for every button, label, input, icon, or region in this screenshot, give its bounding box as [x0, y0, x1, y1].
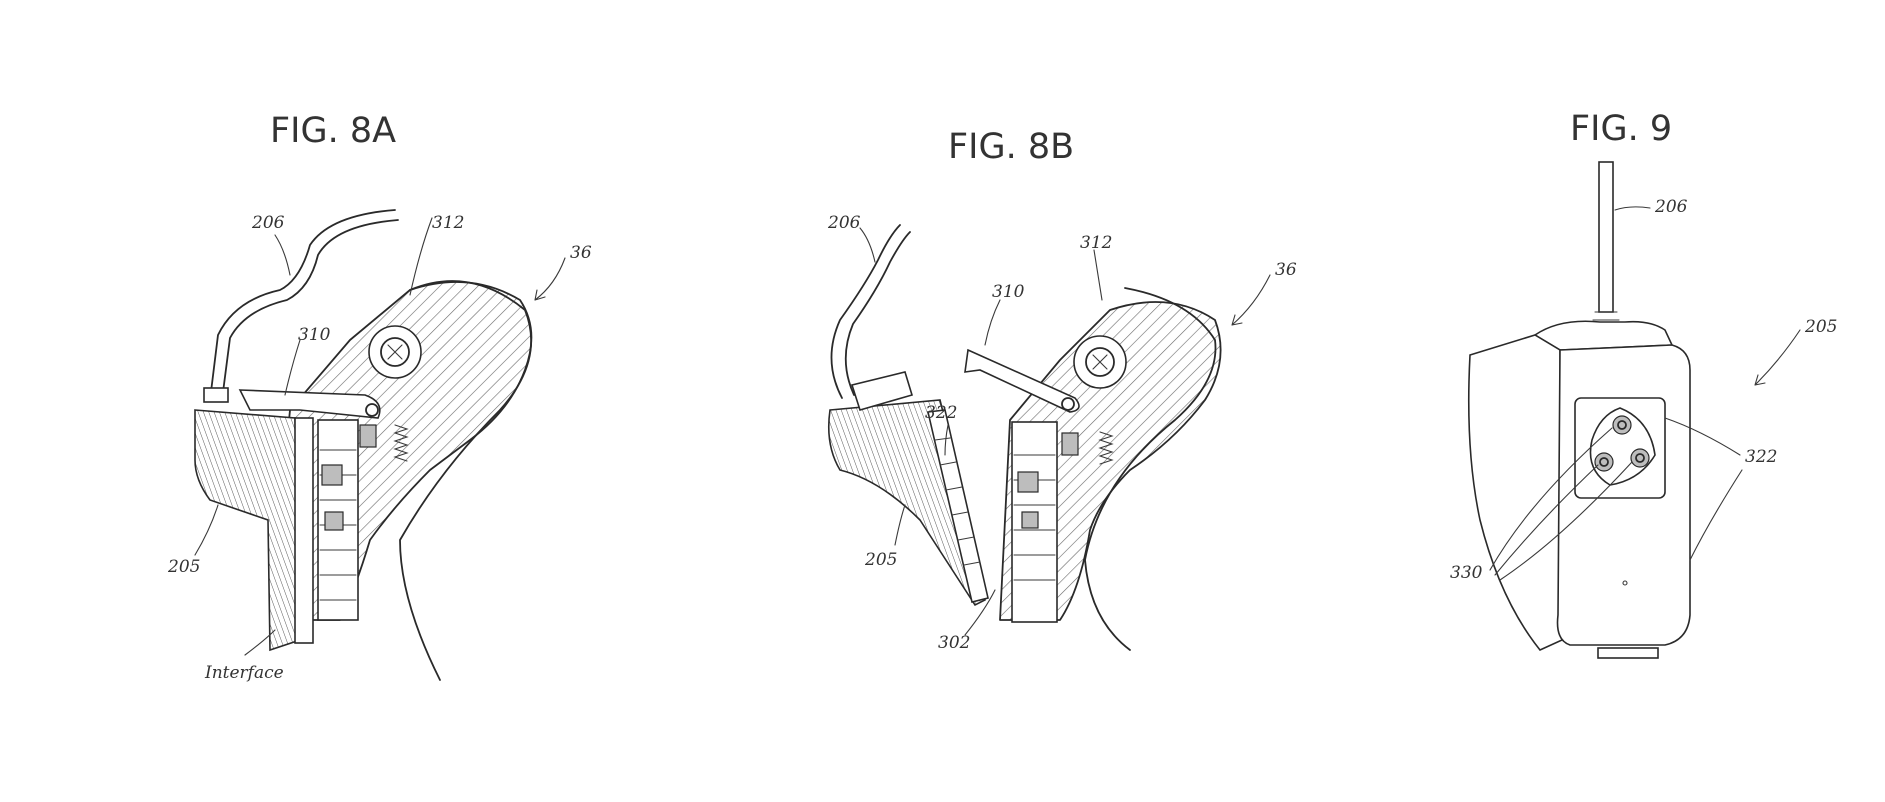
fig9-label-322: 322	[1745, 447, 1777, 467]
fig8a-spring	[393, 424, 409, 462]
fig8a-label-310: 310	[298, 325, 331, 345]
fig9-label-205: 205	[1804, 317, 1837, 337]
fig9-module-top	[1533, 320, 1674, 351]
fig8b-leader-205	[894, 504, 906, 546]
fig8a-module-face	[294, 417, 314, 644]
fig9-pin-right	[1630, 448, 1650, 468]
fig8a-latch-pin	[365, 403, 379, 417]
fig8a-pivot-star	[387, 344, 403, 360]
fig8b-outer-contour	[1084, 287, 1217, 651]
fig8b-leader-302	[964, 589, 996, 636]
fig8a-strain-relief	[203, 387, 229, 403]
fig9-leader-206	[1614, 206, 1651, 211]
fig8b-arrow-36	[1231, 274, 1271, 326]
fig8b-pivot-hub	[1085, 347, 1115, 377]
fig8b-label-302: 302	[938, 633, 970, 653]
fig8b-latch-block	[1061, 432, 1079, 456]
fig9-pin-left-core	[1599, 457, 1609, 467]
fig8a-pivot-hub	[380, 337, 410, 367]
fig9-module-bottom-tab	[1597, 647, 1659, 659]
fig9-leader-330-b	[1494, 464, 1599, 576]
fig8a-arrow-36	[534, 257, 566, 301]
fig8a-module	[194, 409, 301, 652]
fig8a-outer-contour	[399, 280, 532, 681]
fig9-module-back	[1467, 334, 1563, 651]
fig8b-label-310: 310	[992, 282, 1025, 302]
fig8b-latch-pin	[1061, 397, 1075, 411]
fig8a-label-312: 312	[432, 213, 464, 233]
fig8a-leader-312	[409, 217, 433, 296]
fig8a-cable	[209, 209, 396, 401]
fig8a-label-interface: Interface	[204, 663, 284, 683]
fig8b-leader-322	[944, 424, 949, 456]
fig9-pin-top	[1612, 415, 1632, 435]
fig8b-leader-310	[984, 299, 1001, 346]
fig8b-module-cap	[850, 371, 914, 411]
fig8a-contact-b	[324, 511, 344, 531]
fig8a-leader-206	[274, 234, 291, 276]
fig8b-label-312: 312	[1080, 233, 1112, 253]
fig8a-label-36: 36	[570, 243, 592, 263]
fig9-leader-330-a	[1489, 427, 1613, 571]
fig8b-label-205: 205	[864, 550, 897, 570]
figure-8a-title: FIG. 8A	[270, 111, 396, 151]
figure-9: FIG. 9 206 205 322 330	[1450, 109, 1837, 659]
fig8b-module-contacts-322	[934, 437, 981, 566]
fig8b-label-322: 322	[925, 403, 957, 423]
fig8a-label-205: 205	[167, 557, 200, 577]
fig9-leader-330-c	[1499, 461, 1633, 581]
fig9-indicator-dot	[1622, 580, 1628, 586]
fig8b-label-206: 206	[827, 213, 861, 233]
figure-8b-title: FIG. 8B	[948, 127, 1074, 167]
fig8b-leader-206	[859, 227, 876, 263]
fig8a-leader-205	[194, 504, 219, 556]
fig8b-latch	[964, 348, 1080, 413]
fig9-pin-top-core	[1617, 420, 1627, 430]
fig8a-latch-block	[359, 424, 377, 448]
figure-8b: FIG. 8B 206 312 36	[827, 127, 1297, 653]
fig8b-cable-edge	[844, 231, 911, 396]
fig9-label-330: 330	[1450, 563, 1483, 583]
fig9-arrow-205	[1754, 329, 1801, 386]
fig8b-contact-b	[1021, 511, 1039, 529]
fig9-pin-left	[1594, 452, 1614, 472]
fig8b-module-face	[927, 409, 989, 603]
figure-9-title: FIG. 9	[1570, 109, 1672, 149]
fig9-pin-right-core	[1635, 453, 1645, 463]
fig9-label-206: 206	[1654, 197, 1688, 217]
fig8a-contact-a	[321, 464, 343, 486]
fig9-leader-322-a	[1664, 417, 1741, 456]
fig8a-cable-edge	[221, 219, 399, 401]
fig8b-label-36: 36	[1275, 260, 1297, 280]
fig8b-spring	[1098, 431, 1114, 465]
fig8a-latch	[238, 389, 381, 419]
fig8b-cable	[830, 224, 901, 399]
fig9-cable	[1598, 161, 1614, 313]
fig8b-contact-a	[1017, 471, 1039, 493]
fig8a-leader-310	[284, 339, 301, 396]
figure-8a: FIG. 8A 206 312 36	[167, 111, 592, 683]
fig8b-pivot-star	[1092, 354, 1108, 370]
fig8b-leader-312	[1093, 249, 1103, 301]
fig8a-leader-interface	[244, 629, 276, 656]
fig9-leader-322-b	[1689, 469, 1743, 561]
fig8a-label-206: 206	[251, 213, 285, 233]
